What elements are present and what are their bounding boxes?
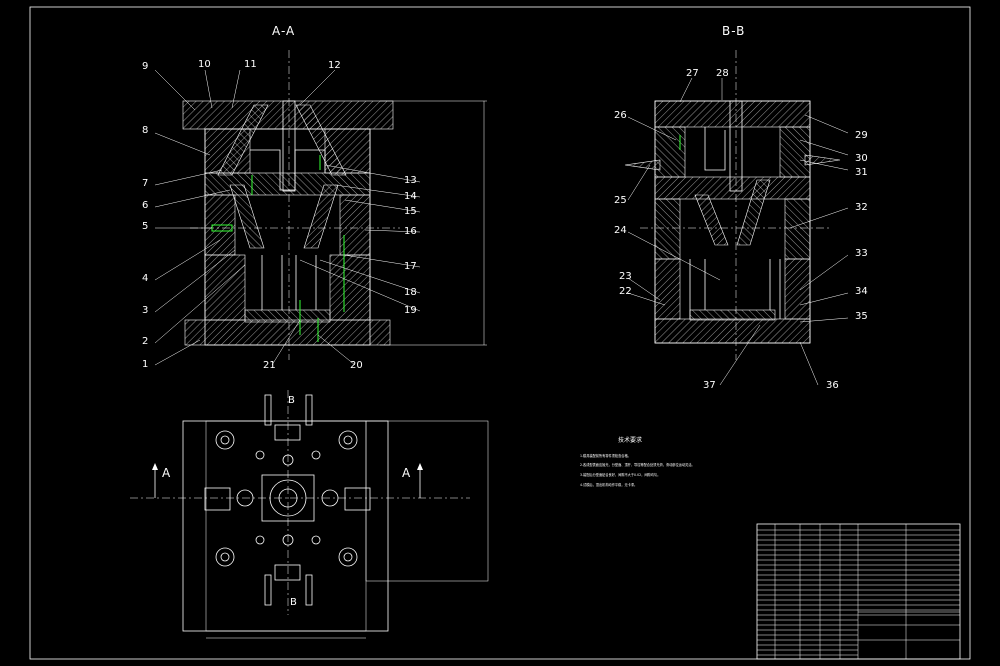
callout-16: 16: [404, 226, 417, 237]
sheet-outer-border: [29, 6, 971, 660]
tech-notes-heading: 技术要求: [618, 436, 642, 444]
tech-note-line-3: 3.装配后分型面贴合良好，间隙不大于0.02，间隙均匀。: [580, 472, 660, 477]
callout-24: 24: [614, 225, 627, 236]
callout-19: 19: [404, 305, 417, 316]
section-aa-title: A-A: [272, 24, 295, 38]
callout-1: 1: [142, 359, 148, 370]
callout-25: 25: [614, 195, 627, 206]
callout-26: 26: [614, 110, 627, 121]
section-bb-title: B-B: [722, 24, 745, 38]
callout-3: 3: [142, 305, 148, 316]
callout-9: 9: [142, 61, 148, 72]
plan-marker-a-left: A: [162, 466, 171, 480]
callout-5: 5: [142, 221, 148, 232]
callout-6: 6: [142, 200, 148, 211]
plan-marker-b-bottom: B: [290, 597, 297, 608]
callout-34: 34: [855, 286, 868, 297]
callout-17: 17: [404, 261, 417, 272]
callout-36: 36: [826, 380, 839, 391]
callout-22: 22: [619, 286, 632, 297]
plan-view: [130, 390, 489, 639]
callout-37: 37: [703, 380, 716, 391]
plan-marker-a-right: A: [402, 466, 411, 480]
callout-14: 14: [404, 191, 417, 202]
tech-note-line-1: 1.模具装配前所有零件须检查合格。: [580, 453, 631, 458]
callout-21: 21: [263, 360, 276, 371]
title-block: [756, 523, 961, 660]
callout-10: 10: [198, 59, 211, 70]
callout-28: 28: [716, 68, 729, 79]
callout-29: 29: [855, 130, 868, 141]
callout-20: 20: [350, 360, 363, 371]
section-aa-view: A-A: [154, 24, 487, 366]
plan-marker-b-top: B: [288, 395, 295, 406]
callout-32: 32: [855, 202, 868, 213]
callout-7: 7: [142, 178, 148, 189]
callout-12: 12: [328, 60, 341, 71]
callout-15: 15: [404, 206, 417, 217]
tech-note-line-2: 2.各成型表面应抛光，分型面、顶杆、导柱等配合处须光滑，滑动部位运动灵活。: [580, 462, 695, 467]
callout-27: 27: [686, 68, 699, 79]
callout-11: 11: [244, 59, 257, 70]
callout-23: 23: [619, 271, 632, 282]
technical-notes: 技术要求 1.模具装配前所有零件须检查合格。 2.各成型表面应抛光，分型面、顶杆…: [580, 436, 695, 487]
callout-2: 2: [142, 336, 148, 347]
callout-30: 30: [855, 153, 868, 164]
callout-35: 35: [855, 311, 868, 322]
section-bb-view: B-B: [624, 24, 849, 386]
callout-18: 18: [404, 287, 417, 298]
callout-8: 8: [142, 125, 148, 136]
callout-31: 31: [855, 167, 868, 178]
callout-4: 4: [142, 273, 148, 284]
callout-13: 13: [404, 175, 417, 186]
callout-33: 33: [855, 248, 868, 259]
tech-note-line-4: 4.试模后，顶出机构动作平稳，无卡滞。: [580, 482, 637, 487]
